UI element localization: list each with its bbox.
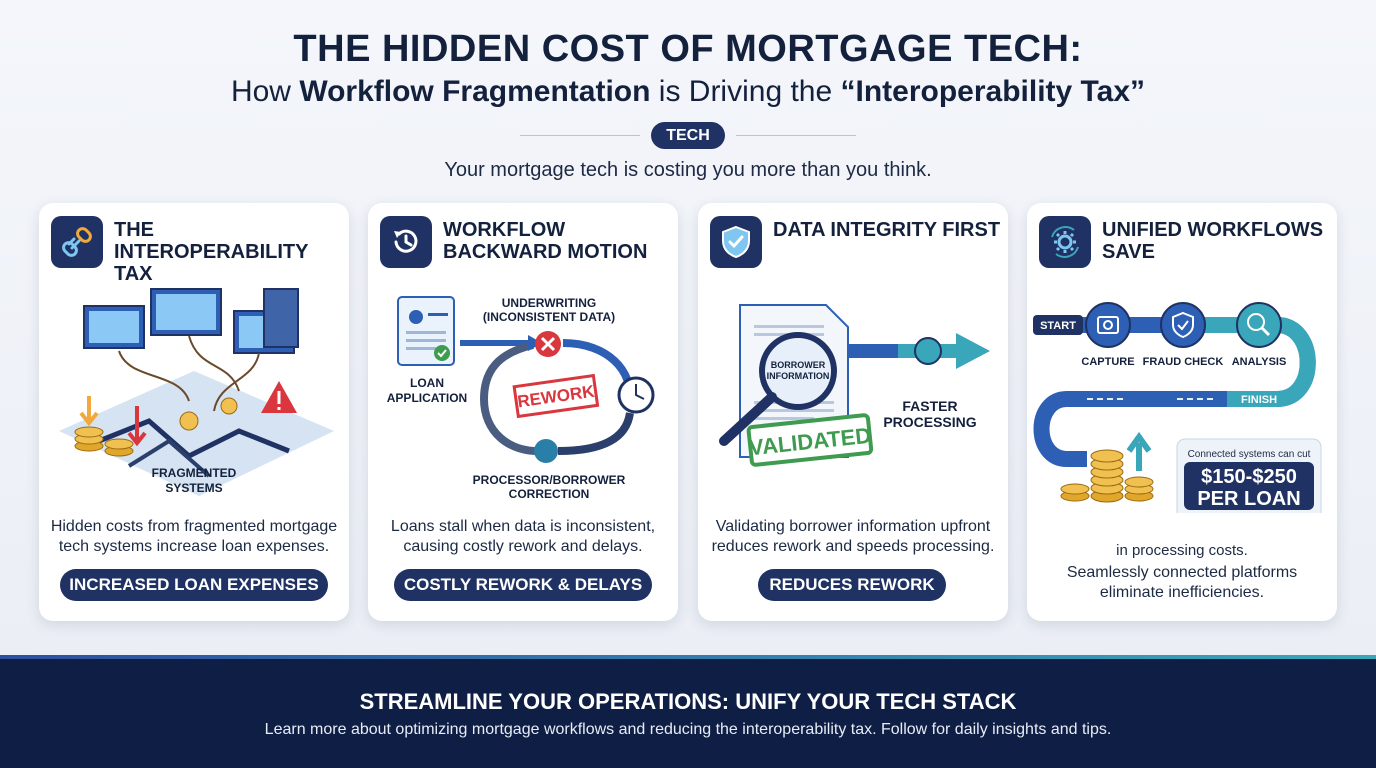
card-title: THE INTEROPERABILITY TAX: [114, 219, 309, 285]
fraud-check-icon: [1160, 302, 1206, 348]
callout-unit: PER LOAN: [1197, 488, 1300, 510]
card-description: Seamlessly connected platforms eliminate…: [1066, 564, 1298, 601]
step-node: [914, 337, 942, 365]
art-label: PROCESSOR/BORROWER: [473, 473, 626, 487]
card-title: DATA INTEGRITY FIRST: [773, 219, 1001, 241]
art-label: FRAUD CHECK: [1143, 356, 1224, 368]
warning-icon: [261, 381, 297, 413]
error-icon: [535, 331, 561, 357]
art-label: INFORMATION: [767, 371, 830, 381]
coin-stack-icon: [1060, 449, 1154, 503]
monitor-icon: [150, 288, 222, 336]
page-title: THE HIDDEN COST OF MORTGAGE TECH:: [293, 28, 1083, 70]
card-unified-workflows-save: UNIFIED WORKFLOWS SAVE START CAPTURE FRA…: [1027, 203, 1337, 621]
validated-stamp: VALIDATED: [746, 413, 874, 467]
art-label: PROCESSING: [883, 414, 976, 430]
costly-rework-badge[interactable]: COSTLY REWORK & DELAYS: [394, 569, 652, 601]
step-node: [534, 439, 558, 463]
card-description: Loans stall when data is inconsistent, c…: [390, 518, 656, 555]
increased-loan-expenses-badge[interactable]: INCREASED LOAN EXPENSES: [60, 569, 328, 601]
validation-illustration: BORROWER INFORMATION FASTER PROCESSING V…: [719, 304, 990, 467]
category-tag[interactable]: TECH: [651, 122, 725, 149]
coin-icon: [220, 397, 238, 415]
callout-amount: $150-$250: [1201, 466, 1297, 488]
rework-stamp: REWORK: [512, 373, 600, 419]
rework-loop-illustration: LOAN APPLICATION UNDERWRITING (INCONSIST…: [387, 296, 655, 501]
down-arrow-icon: [79, 396, 99, 427]
divider: [736, 135, 856, 136]
subtitle-emphasis-2: “Interoperability Tax”: [840, 75, 1146, 108]
card-description: Validating borrower information upfront …: [711, 518, 995, 555]
gear-sync-icon: [1039, 216, 1091, 268]
art-label: (INCONSISTENT DATA): [483, 310, 615, 324]
divider: [520, 135, 640, 136]
subtitle-part: is Driving the: [650, 75, 841, 108]
up-arrow-icon: [1126, 431, 1152, 471]
footer-text: Learn more about optimizing mortgage wor…: [264, 721, 1112, 738]
magnifier-icon: [719, 332, 837, 446]
analysis-icon: [1236, 302, 1282, 348]
footer-accent-bar: [0, 655, 1376, 659]
subtitle-part: How: [230, 75, 300, 108]
finish-label: FINISH: [1241, 394, 1277, 406]
coin-stack-icon: [74, 426, 134, 457]
card-workflow-backward-motion: WORKFLOW BACKWARD MOTION LOAN APPLICATIO…: [368, 203, 678, 621]
server-icon: [263, 288, 299, 348]
art-label: SYSTEMS: [165, 481, 222, 495]
subtitle-emphasis-1: Workflow Fragmentation: [299, 75, 651, 108]
art-label: LOAN: [410, 376, 444, 390]
card-data-integrity-first: DATA INTEGRITY FIRST BORROWER INFORMATIO…: [698, 203, 1008, 621]
coin-icon: [179, 411, 199, 431]
art-label: BORROWER: [771, 360, 826, 370]
card-description: Hidden costs from fragmented mortgage te…: [50, 518, 338, 555]
arrow-icon: [956, 333, 990, 369]
capture-icon: [1085, 302, 1131, 348]
fragmented-systems-illustration: FRAGMENTED SYSTEMS: [59, 288, 334, 496]
footer-banner: STREAMLINE YOUR OPERATIONS: UNIFY YOUR T…: [0, 655, 1376, 768]
card-title: WORKFLOW BACKWARD MOTION: [443, 219, 648, 263]
tagline: Your mortgage tech is costing you more t…: [444, 159, 932, 181]
start-label: START: [1040, 320, 1076, 332]
header: THE HIDDEN COST OF MORTGAGE TECH: How Wo…: [0, 28, 1376, 109]
art-label: FASTER: [902, 398, 957, 414]
art-label: UNDERWRITING: [502, 296, 596, 310]
broken-link-icon: [51, 216, 103, 268]
art-label: CORRECTION: [509, 487, 590, 501]
card-interoperability-tax: THE INTEROPERABILITY TAX: [39, 203, 349, 621]
start-label-bg: [1033, 315, 1083, 335]
history-clock-icon: [380, 216, 432, 268]
callout-amount-bg: [1184, 462, 1314, 510]
art-label: CAPTURE: [1081, 356, 1134, 368]
shield-check-icon: [710, 216, 762, 268]
callout-bottom: in processing costs.: [1116, 542, 1248, 559]
document-icon: [397, 296, 455, 366]
unified-workflow-illustration: START CAPTURE FRAUD CHECK ANALYSIS FINIS…: [1033, 302, 1322, 513]
page-subtitle: How Workflow Fragmentation is Driving th…: [0, 75, 1376, 109]
reduces-rework-badge[interactable]: REDUCES REWORK: [758, 569, 946, 601]
footer-headline: STREAMLINE YOUR OPERATIONS: UNIFY YOUR T…: [359, 689, 1017, 714]
tag-row: TECH: [520, 122, 856, 150]
monitor-icon: [83, 305, 145, 349]
callout-top: Connected systems can cut: [1188, 449, 1311, 460]
art-label: APPLICATION: [387, 391, 467, 405]
art-label: FRAGMENTED: [152, 466, 237, 480]
clock-icon: [617, 376, 655, 414]
art-label: ANALYSIS: [1232, 356, 1287, 368]
down-arrow-icon: [127, 406, 147, 447]
card-title: UNIFIED WORKFLOWS SAVE: [1102, 219, 1324, 263]
